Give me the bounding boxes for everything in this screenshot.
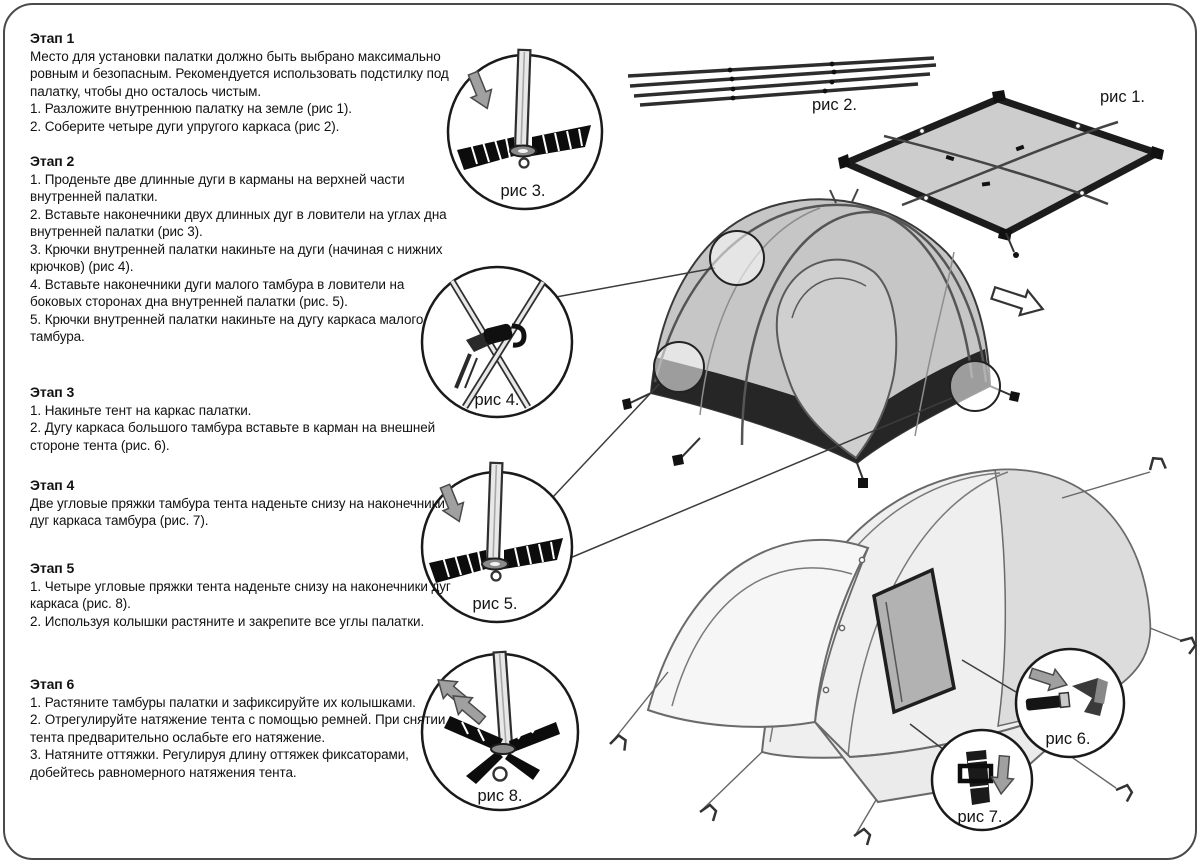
inner-tent-illustration <box>622 188 1020 488</box>
fig7-callout: рис 7. <box>930 728 1034 832</box>
step-line: Две угловые пряжки тамбура тента наденьт… <box>30 495 445 529</box>
step-5: Этап 5 1. Четыре угловые пряжки тента на… <box>30 560 456 630</box>
step-line: 1. Проденьте две длинные дуги в карманы … <box>30 171 405 205</box>
groundsheet-illustration <box>838 90 1164 258</box>
fig4-label: рис 4. <box>475 391 520 409</box>
fig1-label: рис 1. <box>1100 88 1145 106</box>
step-line: 1. Растяните тамбуры палатки и зафиксиру… <box>30 694 416 710</box>
step-2: Этап 2 1. Проденьте две длинные дуги в к… <box>30 153 456 346</box>
pole-sleeve-icon <box>1025 661 1108 716</box>
fig3-callout: рис 3. <box>446 50 604 211</box>
step-line: 2. Отрегулируйте натяжение тента с помощ… <box>30 712 446 745</box>
fig3-label: рис 3. <box>501 182 546 200</box>
step-line: 1. Четыре угловые пряжки тента наденьте … <box>30 578 451 612</box>
direction-arrow <box>990 285 1045 317</box>
step-line: 2. Используя колышки растяните и закрепи… <box>30 613 425 629</box>
step-line: 3. Крючки внутренней палатки накиньте на… <box>30 241 443 275</box>
fig4-callout: рис 4. <box>420 265 574 419</box>
step-title: Этап 4 <box>30 477 75 493</box>
step-4: Этап 4 Две угловые пряжки тамбура тента … <box>30 477 456 530</box>
fig7-label: рис 7. <box>958 808 1003 826</box>
step-line: 5. Крючки внутренней палатки накиньте на… <box>30 311 424 345</box>
step-1: Этап 1 Место для установки палатки должн… <box>30 30 456 135</box>
fig5-callout: рис 5. <box>420 463 574 624</box>
fig6-label: рис 6. <box>1046 730 1091 748</box>
step-6: Этап 6 1. Растяните тамбуры палатки и за… <box>30 676 456 781</box>
step-line: 4. Вставьте наконечники дуги малого тамб… <box>30 276 405 310</box>
highlight-circle-top <box>709 230 765 286</box>
step-title: Этап 6 <box>30 676 75 692</box>
corner-buckle-icon <box>430 650 560 784</box>
fig6-callout: рис 6. <box>1014 647 1126 759</box>
step-line: 1. Разложите внутреннюю палатку на земле… <box>30 101 352 116</box>
outer-tent-illustration <box>607 453 1199 847</box>
step-3: Этап 3 1. Накиньте тент на каркас палатк… <box>30 384 456 454</box>
fig8-callout: рис 8. <box>420 650 580 812</box>
step-line: 2. Вставьте наконечники двух длинных дуг… <box>30 206 447 240</box>
callout-leader-lines <box>551 267 953 559</box>
fig5-label: рис 5. <box>473 595 518 613</box>
poles-illustration <box>627 56 937 107</box>
fig2-label: рис 2. <box>812 96 857 114</box>
step-line: Место для установки палатки должно быть … <box>30 48 449 99</box>
step-line: 1. Накиньте тент на каркас палатки. <box>30 402 252 418</box>
step-line: 3. Натяните оттяжки. Регулируя длину отт… <box>30 747 409 780</box>
step-title: Этап 1 <box>30 30 75 46</box>
hook-on-pole-icon <box>449 279 546 409</box>
step-title: Этап 2 <box>30 153 75 169</box>
step-title: Этап 3 <box>30 384 75 400</box>
inner-tent-door <box>775 258 898 460</box>
tent-highlight-circles <box>653 230 1001 412</box>
strap-buckle-icon <box>957 750 1017 805</box>
outer-tent-door <box>872 567 956 715</box>
fig8-label: рис 8. <box>478 787 523 805</box>
highlight-circle-left <box>653 341 705 393</box>
step-line: 2. Соберите четыре дуги упругого каркаса… <box>30 118 340 134</box>
step-title: Этап 5 <box>30 560 75 576</box>
step-line: 2. Дугу каркаса большого тамбура вставьт… <box>30 420 436 453</box>
highlight-circle-right <box>949 360 1001 412</box>
